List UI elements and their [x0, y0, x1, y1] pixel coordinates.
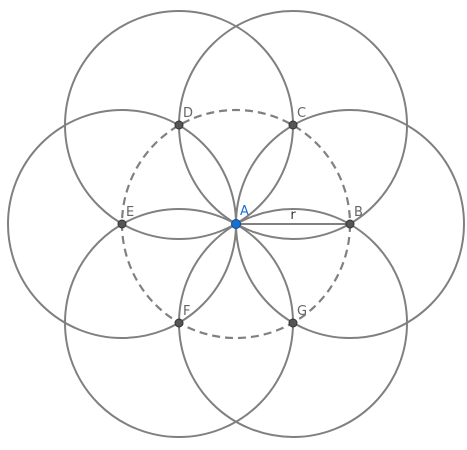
point-B: B — [345, 205, 363, 229]
point-E: E — [117, 205, 134, 229]
point-G: G — [288, 304, 307, 328]
point-C-label: C — [297, 106, 306, 121]
point-C-marker — [288, 120, 298, 130]
point-G-marker — [288, 318, 298, 328]
point-D-label: D — [183, 106, 193, 121]
point-G-label: G — [297, 304, 307, 319]
radius-label: r — [290, 208, 296, 223]
point-A-marker — [231, 219, 241, 229]
point-F-label: F — [183, 304, 190, 319]
point-D: D — [174, 106, 193, 130]
point-E-label: E — [126, 205, 134, 220]
point-F: F — [174, 304, 190, 328]
point-D-marker — [174, 120, 184, 130]
point-F-marker — [174, 318, 184, 328]
point-C: C — [288, 106, 306, 130]
point-A: A — [231, 204, 249, 229]
point-A-label: A — [240, 204, 249, 219]
point-E-marker — [117, 219, 127, 229]
point-B-label: B — [354, 205, 363, 220]
point-B-marker — [345, 219, 355, 229]
